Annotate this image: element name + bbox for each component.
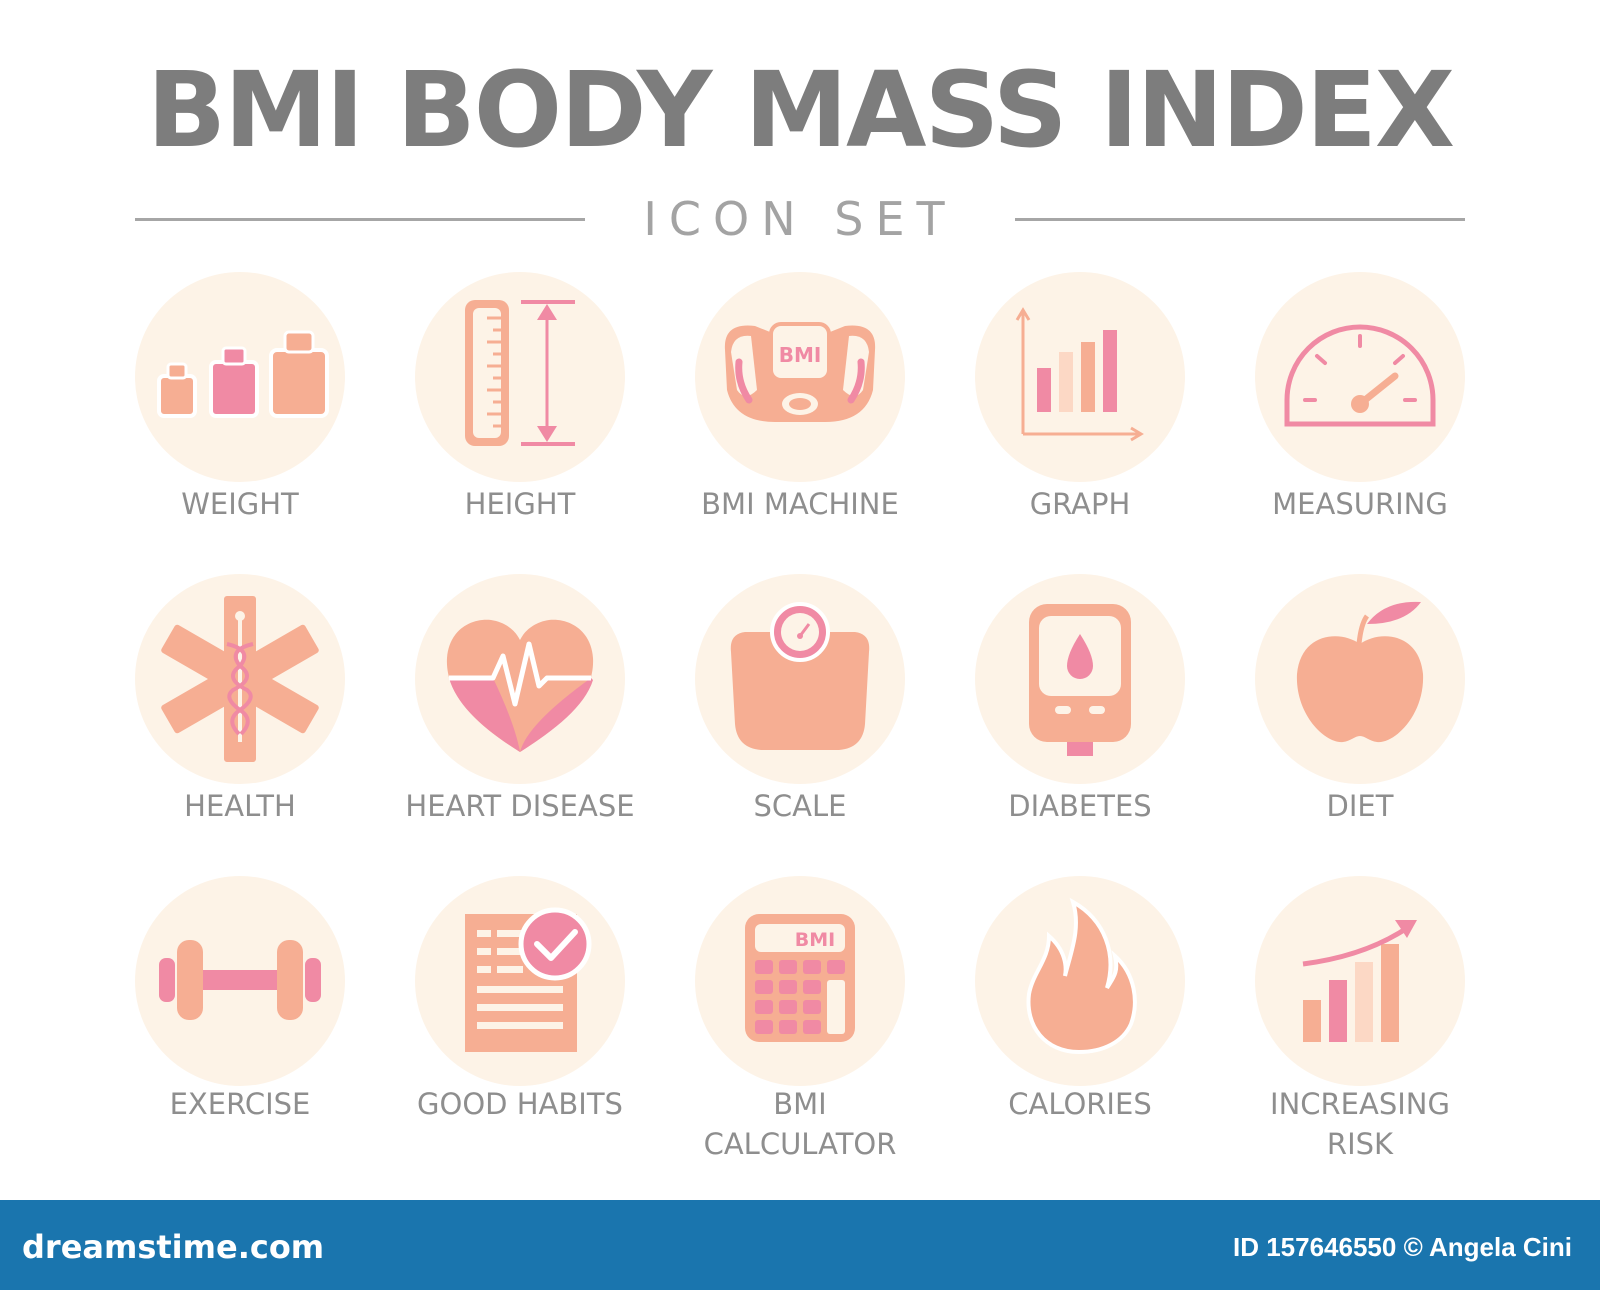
icon-label-increasing-risk-line2: RISK: [1326, 1127, 1394, 1161]
icon-label-heart-disease: HEART DISEASE: [405, 789, 635, 823]
icon-label-weight: WEIGHT: [181, 487, 299, 521]
divider-right: [1015, 218, 1465, 221]
icon-label-scale: SCALE: [753, 789, 847, 823]
exercise-icon: [135, 876, 345, 1086]
calories-icon: [975, 876, 1185, 1086]
subtitle-row: ICON SET: [135, 196, 1465, 246]
icon-label-increasing-risk-line1: INCREASING: [1270, 1087, 1450, 1121]
diet-icon: [1255, 574, 1465, 784]
divider-left: [135, 218, 585, 221]
icon-label-calories: CALORIES: [1008, 1087, 1152, 1121]
icon-label-measuring: MEASURING: [1272, 487, 1448, 521]
icon-label-diabetes: DIABETES: [1008, 789, 1152, 823]
footer-brand[interactable]: dreamstime.com: [22, 1228, 325, 1266]
graph-icon: [975, 272, 1185, 482]
heart-disease-icon: [415, 574, 625, 784]
icon-label-bmi-calculator-line1: BMI: [773, 1087, 827, 1121]
icon-label-exercise: EXERCISE: [169, 1087, 311, 1121]
icon-label-bmi-machine: BMI MACHINE: [701, 487, 899, 521]
icon-label-increasing-risk: INCREASING RISK: [1210, 1084, 1510, 1164]
page-title: BMI BODY MASS INDEX: [146, 49, 1455, 171]
height-icon: [415, 272, 625, 482]
footer-bar: dreamstime.com ID 157646550 © Angela Cin…: [0, 1200, 1600, 1290]
icon-label-bmi-calculator: BMI CALCULATOR: [650, 1084, 950, 1164]
footer-credit: ID 157646550 © Angela Cini: [1232, 1232, 1572, 1262]
icon-label-height: HEIGHT: [464, 487, 576, 521]
bmi-machine-text: BMI: [779, 343, 822, 367]
weight-icon: [135, 272, 345, 482]
measuring-icon: [1255, 272, 1465, 482]
bmi-machine-icon: BMI: [695, 272, 905, 482]
bmi-calculator-icon: BMI: [695, 876, 905, 1086]
increasing-risk-icon: [1255, 876, 1465, 1086]
good-habits-icon: [415, 876, 625, 1086]
icon-label-graph: GRAPH: [1029, 487, 1131, 521]
icon-label-diet: DIET: [1326, 789, 1394, 823]
health-icon: [135, 574, 345, 784]
icon-label-health: HEALTH: [184, 789, 296, 823]
scale-icon: [695, 574, 905, 784]
page-subtitle: ICON SET: [643, 192, 957, 246]
icon-label-good-habits: GOOD HABITS: [417, 1087, 623, 1121]
diabetes-icon: [975, 574, 1185, 784]
icon-label-bmi-calculator-line2: CALCULATOR: [703, 1127, 897, 1161]
bmi-calculator-text: BMI: [795, 929, 835, 951]
